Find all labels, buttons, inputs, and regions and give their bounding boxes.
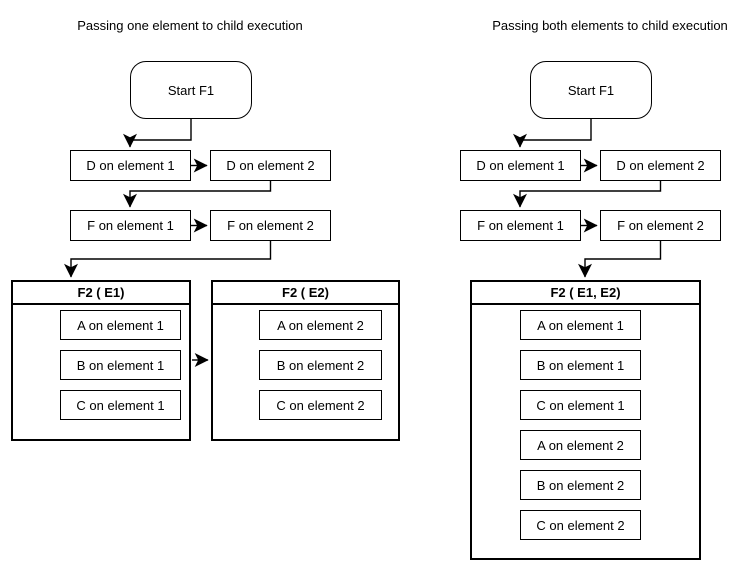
right-task-c-on-element-1: C on element 1 xyxy=(520,390,641,420)
left-node-f-on-element-1: F on element 1 xyxy=(70,210,191,241)
right-task-c-on-element-2: C on element 2 xyxy=(520,510,641,540)
left-task-c-on-element-1: C on element 1 xyxy=(60,390,181,420)
right-node-d-on-element-2: D on element 2 xyxy=(600,150,721,181)
left-diagram-title: Passing one element to child execution xyxy=(77,18,303,33)
left-node-d-on-element-2: D on element 2 xyxy=(210,150,331,181)
left-task-c-on-element-2: C on element 2 xyxy=(259,390,382,420)
right-arrow-f2-to-container-f2-e1-e2 xyxy=(578,241,662,278)
right-arrow-d2-to-f1 xyxy=(513,181,662,208)
right-node-f-on-element-1: F on element 1 xyxy=(460,210,581,241)
left-task-a-on-element-2: A on element 2 xyxy=(259,310,382,340)
left-task-b-on-element-2: B on element 2 xyxy=(259,350,382,380)
right-diagram-title: Passing both elements to child execution xyxy=(492,18,728,33)
left-arrow-start-to-d1 xyxy=(123,119,192,148)
left-arrow-f2-to-container-f2-e1 xyxy=(64,241,272,278)
left-node-f-on-element-2: F on element 2 xyxy=(210,210,331,241)
left-start-node: Start F1 xyxy=(130,61,252,119)
right-arrow-start-to-d1 xyxy=(513,119,592,148)
right-task-b-on-element-1: B on element 1 xyxy=(520,350,641,380)
right-container-f2-e1-e2-header: F2 ( E1, E2) xyxy=(472,282,699,305)
left-container-f2-e1-header: F2 ( E1) xyxy=(13,282,189,305)
left-task-b-on-element-1: B on element 1 xyxy=(60,350,181,380)
right-node-f-on-element-2: F on element 2 xyxy=(600,210,721,241)
right-task-b-on-element-2: B on element 2 xyxy=(520,470,641,500)
left-container-f2-e2-header: F2 ( E2) xyxy=(213,282,398,305)
right-task-a-on-element-2: A on element 2 xyxy=(520,430,641,460)
left-task-a-on-element-1: A on element 1 xyxy=(60,310,181,340)
left-node-d-on-element-1: D on element 1 xyxy=(70,150,191,181)
right-start-node: Start F1 xyxy=(530,61,652,119)
right-task-a-on-element-1: A on element 1 xyxy=(520,310,641,340)
right-node-d-on-element-1: D on element 1 xyxy=(460,150,581,181)
left-arrow-d2-to-f1 xyxy=(123,181,272,208)
